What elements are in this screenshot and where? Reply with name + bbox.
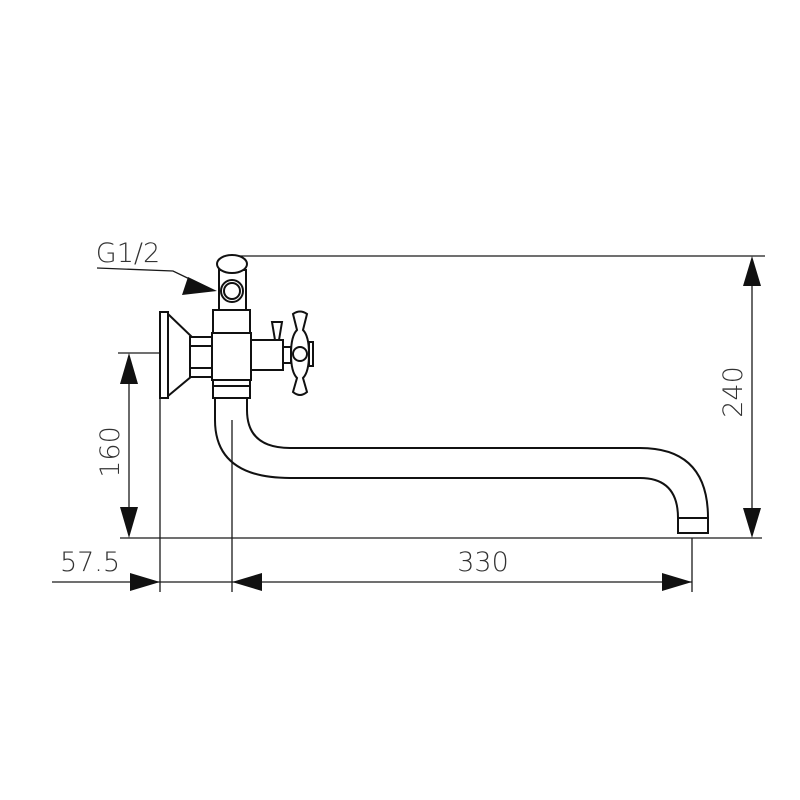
arrow-right-icon <box>130 573 160 591</box>
thread-callout: G1/2 <box>96 238 217 295</box>
dimension-label-57-5: 57.5 <box>60 547 120 578</box>
handle-cap <box>292 346 308 362</box>
diverter-lever <box>270 321 284 341</box>
arrow-up-icon <box>120 353 138 384</box>
wall-flange-plate <box>159 311 169 399</box>
dimension-label-160: 160 <box>95 426 126 478</box>
wall-flange-cone <box>167 311 193 399</box>
dimension-240: 240 <box>718 256 761 538</box>
arrow-right-icon <box>662 573 692 591</box>
hex-nut <box>189 336 213 378</box>
top-collar <box>212 309 251 334</box>
arrow-down-icon <box>743 508 761 538</box>
valve-body <box>211 332 252 381</box>
bottom-collar <box>212 379 251 399</box>
dimension-160: 160 <box>95 353 138 538</box>
valve-stem <box>250 339 284 371</box>
faucet <box>159 254 709 534</box>
arrow-up-icon <box>743 256 761 286</box>
dimension-label-240: 240 <box>718 366 749 418</box>
arrow-down-icon <box>120 507 138 538</box>
dimension-label-330: 330 <box>457 547 509 578</box>
extension-lines <box>118 255 765 592</box>
inlet-ring <box>216 254 248 274</box>
spout <box>214 397 709 519</box>
arrow-left-icon <box>232 573 262 591</box>
arrow-leader-icon <box>182 277 217 295</box>
dimension-horizontal: 57.5 330 <box>52 547 692 591</box>
thread-label: G1/2 <box>96 238 160 269</box>
spout-nozzle <box>677 517 709 534</box>
